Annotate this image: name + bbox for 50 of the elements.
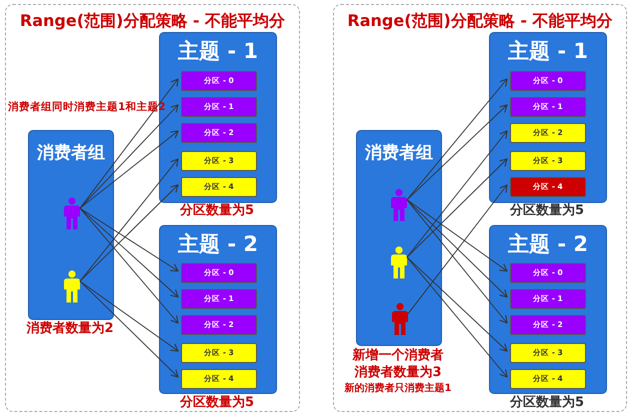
group-title: 消费者组 (364, 142, 434, 164)
group-title: 消费者组 (36, 142, 106, 164)
caption-text: 分区数量为5 (180, 203, 254, 220)
arrow (80, 104, 178, 209)
topic-box (159, 225, 277, 394)
arrow (406, 199, 508, 298)
caption-text: 分区数量为5 (510, 203, 584, 220)
person-icon (64, 270, 80, 303)
arrow (406, 158, 508, 258)
panel-title: Range(范围)分配策略 - 不能平均分 (346, 11, 614, 32)
caption-text: 分区数量为5 (180, 395, 254, 412)
arrow (406, 78, 508, 200)
person-icon (391, 189, 407, 221)
arrow (406, 256, 508, 378)
topic-title: 主题 - 2 (177, 231, 259, 258)
panel-title: Range(范围)分配策略 - 不能平均分 (18, 11, 286, 32)
arrow (80, 130, 178, 209)
caption-text: 消费者数量为3 (354, 364, 442, 382)
arrow (406, 199, 508, 324)
consumer-group-box (28, 130, 114, 320)
caption-text: 消费者数量为2 (26, 321, 114, 338)
arrow (80, 280, 178, 378)
person-icon (64, 197, 80, 230)
caption-text: 分区数量为5 (510, 395, 584, 412)
topic-box (159, 32, 277, 203)
dashed-panel (333, 4, 627, 412)
topic-box (489, 225, 607, 394)
topic-title: 主题 - 1 (177, 38, 259, 65)
caption-text: 新增一个消费者 (352, 348, 444, 365)
arrow (408, 184, 508, 314)
caption-text: 新的消费者只消费主题1 (344, 382, 452, 395)
arrow (80, 158, 178, 282)
arrow (406, 104, 508, 200)
arrow (80, 208, 178, 298)
arrow (80, 280, 178, 352)
arrow (406, 130, 508, 258)
note-text: 消费者组同时消费主题1和主题2 (8, 100, 166, 114)
arrow (80, 208, 178, 324)
dashed-panel (5, 4, 300, 412)
topic-box (489, 32, 607, 203)
arrow (406, 256, 508, 352)
arrow (406, 199, 508, 272)
person-icon (392, 303, 408, 335)
topic-title: 主题 - 2 (507, 231, 589, 258)
arrow (80, 78, 178, 209)
arrow (80, 208, 178, 272)
person-icon (391, 246, 407, 279)
arrow (80, 184, 178, 282)
topic-title: 主题 - 1 (507, 38, 589, 65)
consumer-group-box (356, 130, 442, 346)
